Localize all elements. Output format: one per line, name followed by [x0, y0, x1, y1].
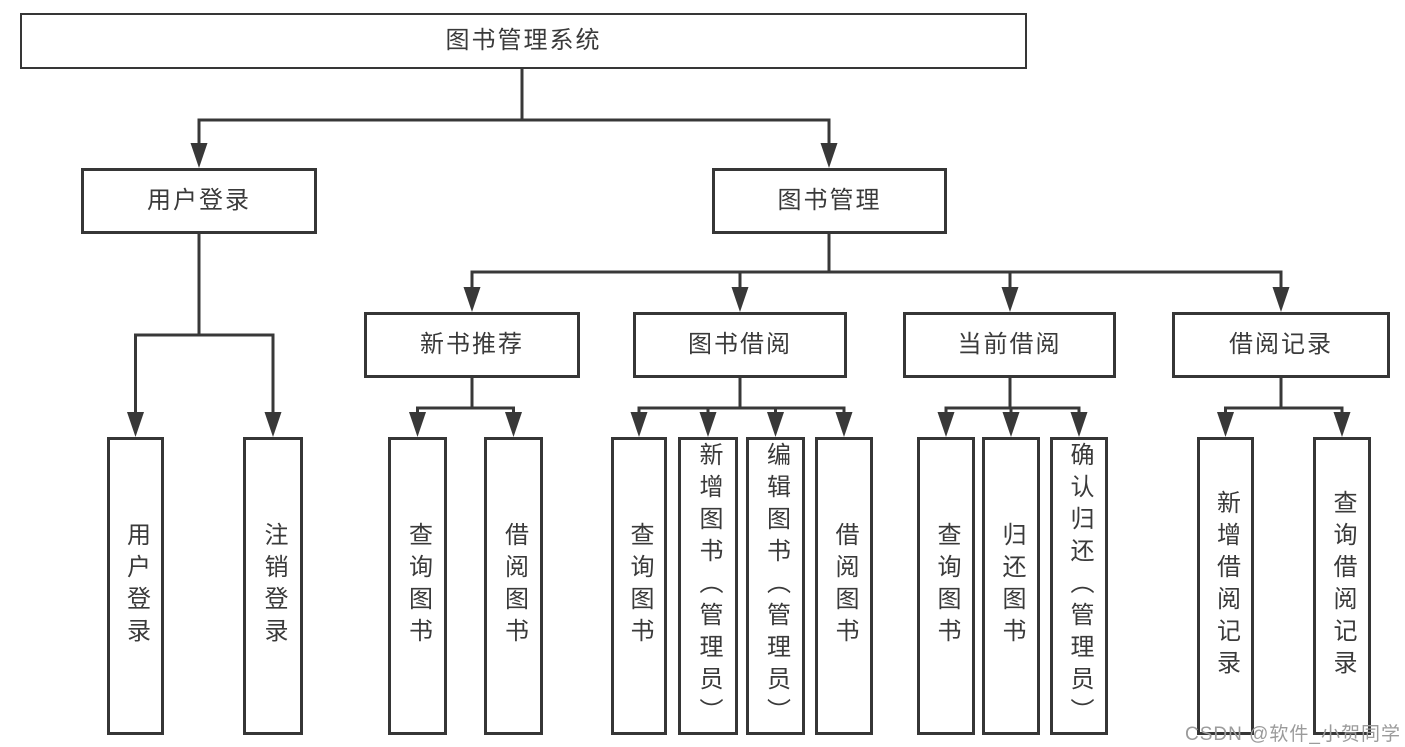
node-book-borrowing: 图书借阅	[633, 312, 847, 378]
leaf-confirm-return-admin: 确认归还（管理员）	[1050, 437, 1108, 735]
leaf-query-borrow-record: 查询借阅记录	[1313, 437, 1371, 735]
node-new-book-recommendation: 新书推荐	[364, 312, 580, 378]
leaf-return-books: 归还图书	[982, 437, 1040, 735]
leaf-add-books-admin: 新增图书（管理员）	[678, 437, 738, 735]
node-user-login: 用户登录	[81, 168, 317, 234]
leaf-user-login: 用户登录	[107, 437, 164, 735]
leaf-borrow-books-1: 借阅图书	[484, 437, 543, 735]
leaf-borrow-books-2: 借阅图书	[815, 437, 873, 735]
csdn-watermark: CSDN @软件_小贺同学	[1185, 724, 1401, 745]
node-current-borrowing: 当前借阅	[903, 312, 1116, 378]
leaf-query-books-1: 查询图书	[388, 437, 447, 735]
leaf-query-books-3: 查询图书	[917, 437, 975, 735]
leaf-add-borrow-record: 新增借阅记录	[1197, 437, 1254, 735]
leaf-logout: 注销登录	[243, 437, 303, 735]
leaf-edit-books-admin: 编辑图书（管理员）	[746, 437, 805, 735]
node-borrowing-records: 借阅记录	[1172, 312, 1390, 378]
node-library-management-system: 图书管理系统	[20, 13, 1027, 69]
node-book-management: 图书管理	[712, 168, 947, 234]
leaf-query-books-2: 查询图书	[611, 437, 667, 735]
